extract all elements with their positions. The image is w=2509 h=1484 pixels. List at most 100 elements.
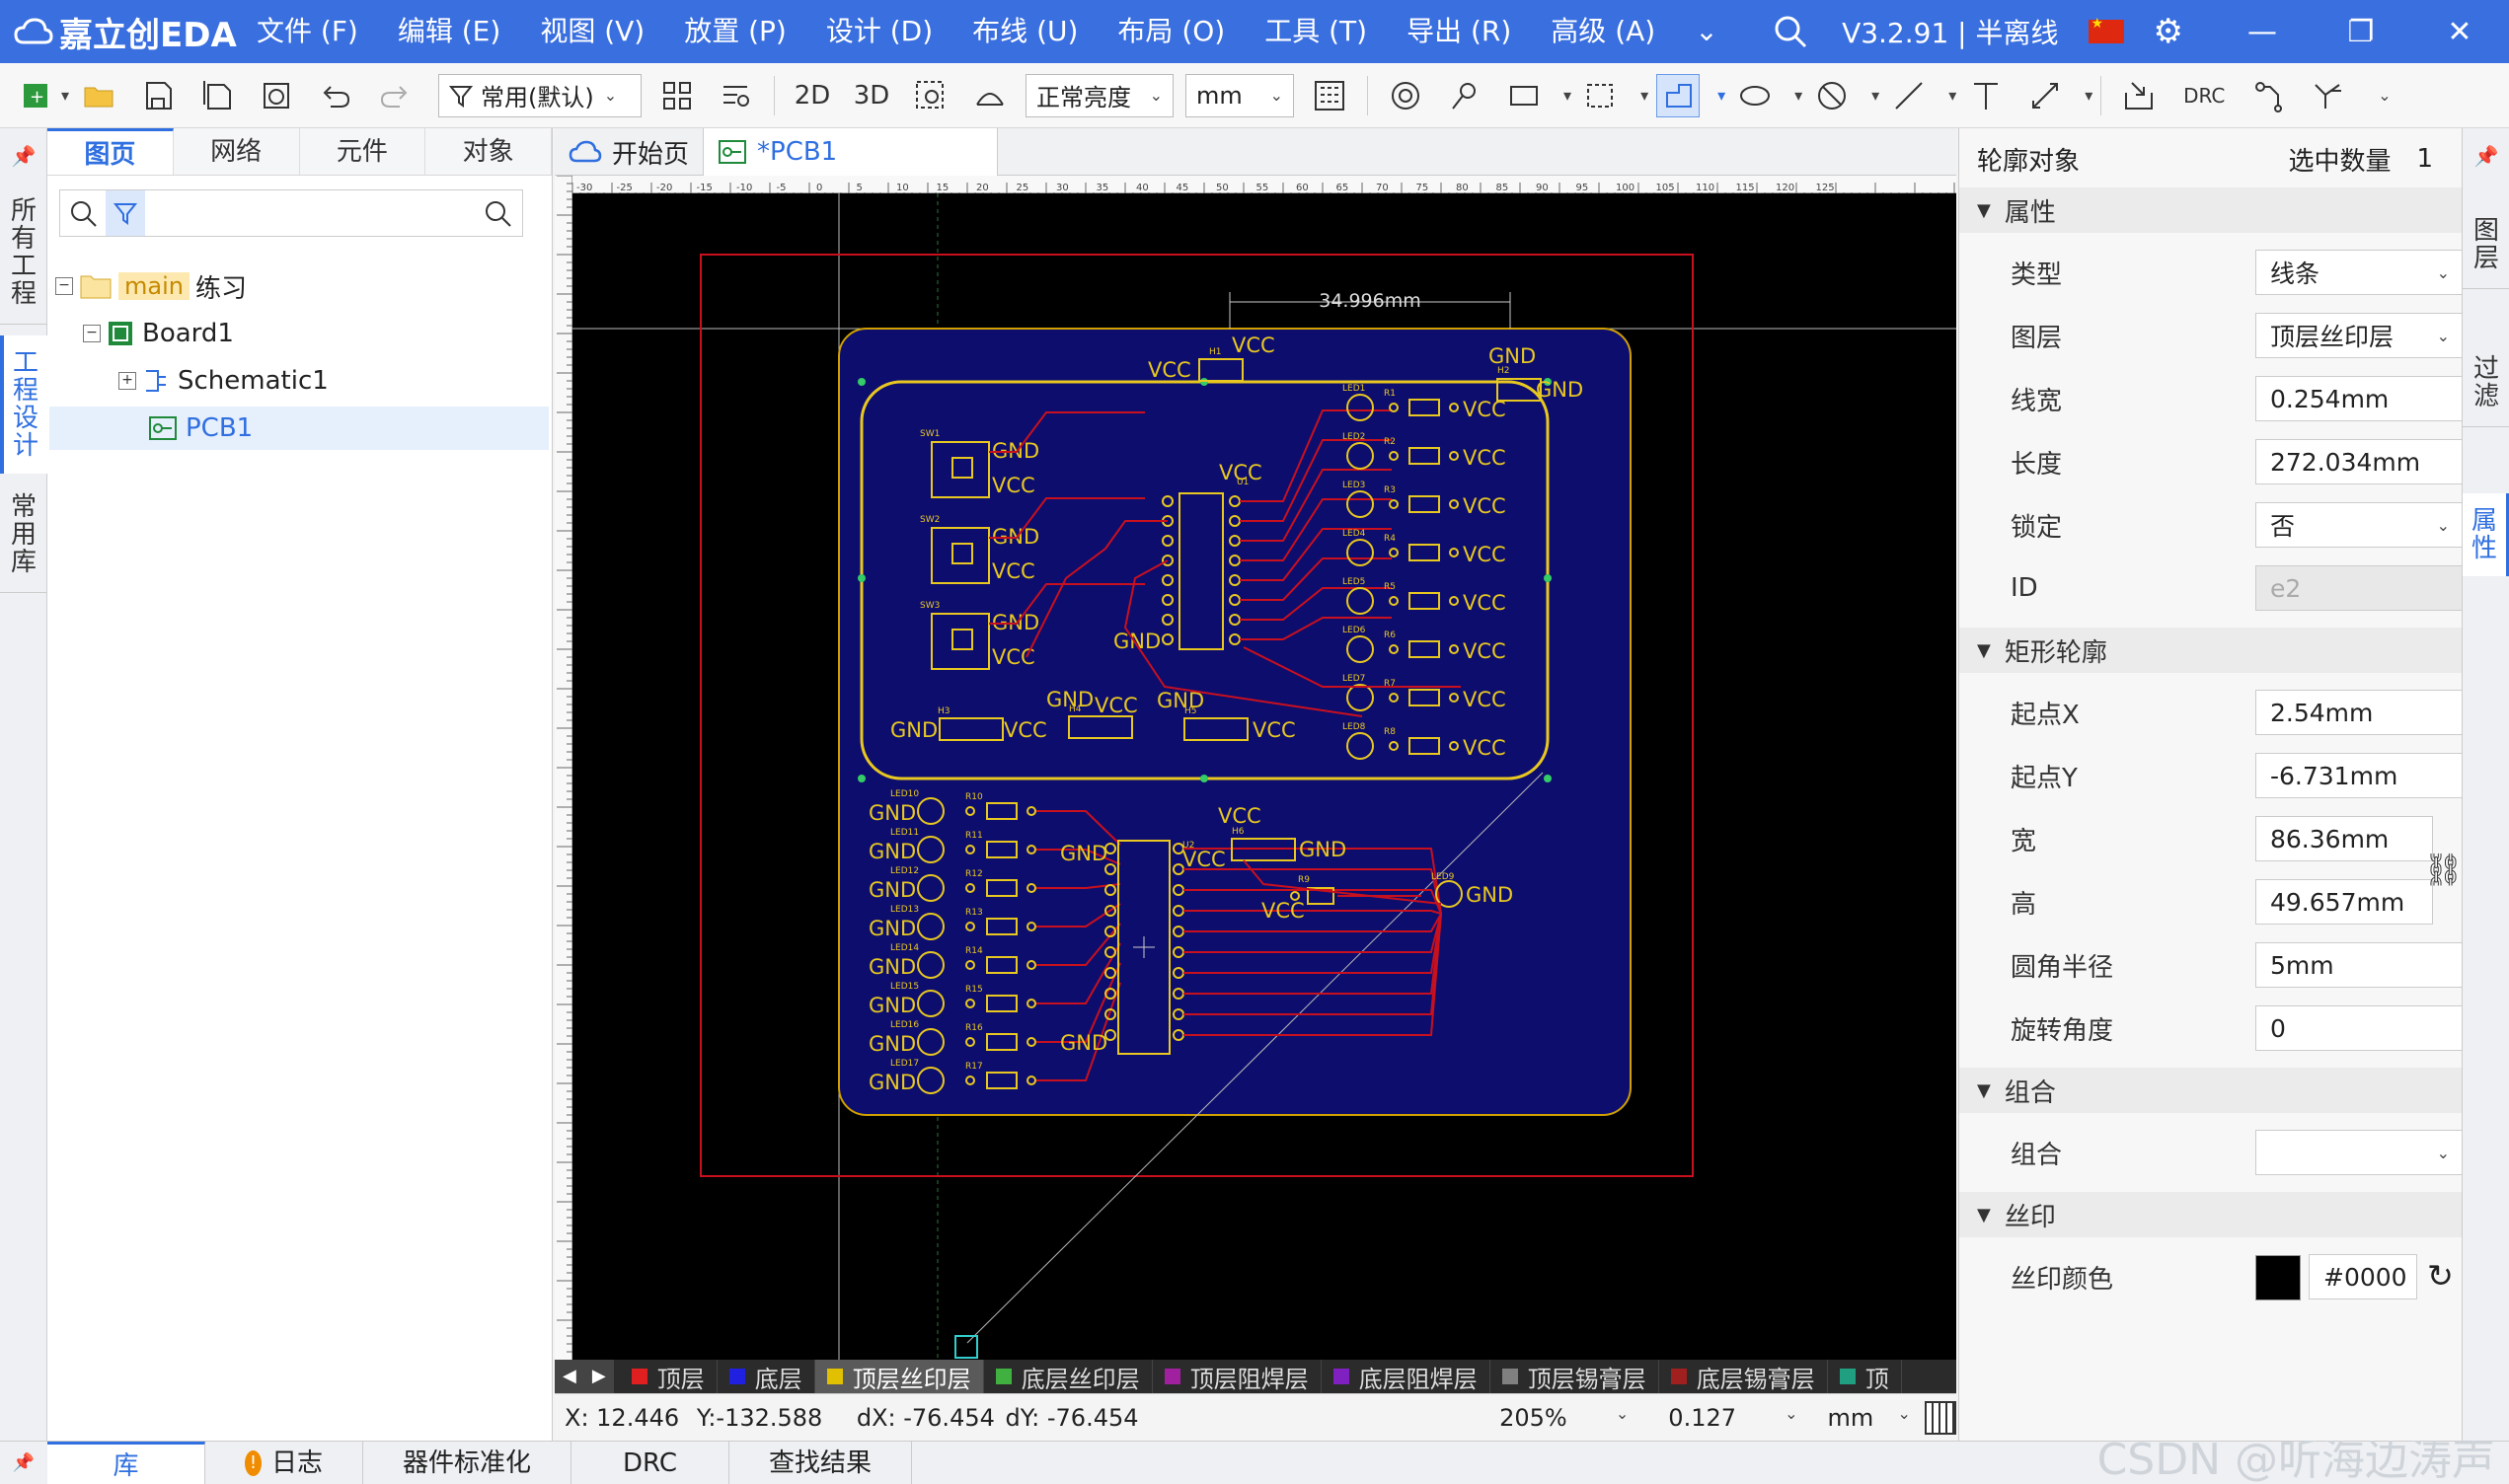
forbid-dropdown-icon[interactable]: ▾ (1871, 86, 1880, 105)
layer-select[interactable]: 顶层丝印层⌄ (2255, 313, 2463, 358)
layer-item[interactable]: 顶层阻焊层 (1153, 1360, 1322, 1393)
fanout-icon[interactable] (2307, 74, 2350, 117)
layer-scroll-right-icon[interactable]: ▶ (583, 1360, 614, 1393)
tree-schematic[interactable]: + Schematic1 (118, 359, 329, 403)
menu-place[interactable]: 放置 (P) (684, 15, 787, 47)
search-icon[interactable] (68, 198, 98, 228)
status-unit-select[interactable]: mm⌄ (1827, 1403, 1911, 1432)
start-y-input[interactable]: -6.731mm (2255, 753, 2463, 798)
layer-scroll-left-icon[interactable]: ◀ (555, 1360, 584, 1393)
layer-item[interactable]: 顶层 (620, 1360, 718, 1393)
import-changes-icon[interactable] (2117, 74, 2161, 117)
dimension-dropdown-icon[interactable]: ▾ (2085, 86, 2093, 105)
pin-panel-icon[interactable]: 📌 (11, 144, 37, 168)
grid-select[interactable]: 0.127⌄ (1668, 1403, 1798, 1432)
view-3d-button[interactable]: 3D (853, 80, 890, 111)
layer-item[interactable]: 顶 (1828, 1360, 1902, 1393)
silk-color-input[interactable]: #0000 (2309, 1254, 2417, 1299)
layer-item[interactable]: 底层丝印层 (984, 1360, 1153, 1393)
rotation-input[interactable]: 0 (2255, 1005, 2463, 1051)
text-icon[interactable] (1964, 74, 2008, 117)
undo-icon[interactable] (314, 74, 357, 117)
tab-project-design[interactable]: 工程设计 (0, 335, 47, 474)
tab-filter[interactable]: 过滤 (2463, 355, 2509, 427)
menu-design[interactable]: 设计 (D) (825, 15, 934, 47)
rectangle-icon[interactable] (1502, 74, 1546, 117)
layer-item[interactable]: 顶层丝印层 (814, 1360, 984, 1393)
save-icon[interactable] (136, 74, 180, 117)
search-submit-icon[interactable] (483, 198, 512, 228)
forbid-region-icon[interactable] (1810, 74, 1854, 117)
collapse-icon[interactable]: − (83, 325, 101, 342)
tab-properties[interactable]: 属性 (2463, 493, 2509, 576)
restore-button[interactable]: ❐ (2347, 14, 2375, 49)
rect-dropdown-icon[interactable]: ▾ (1563, 86, 1572, 105)
line-icon[interactable] (1887, 74, 1931, 117)
region-dropdown-icon[interactable]: ▾ (1640, 86, 1649, 105)
redo-icon[interactable] (373, 74, 417, 117)
grid-view-icon[interactable] (655, 74, 699, 117)
pin-right-icon[interactable]: 📌 (2473, 144, 2499, 168)
unit-select[interactable]: mm⌄ (1185, 73, 1295, 117)
drc-button[interactable]: DRC (2183, 83, 2226, 108)
rect-width-input[interactable]: 86.36mm (2255, 816, 2433, 861)
tab-drc[interactable]: DRC (571, 1441, 730, 1484)
tab-pcb1[interactable]: *PCB1 (704, 128, 999, 176)
tab-device-standardize[interactable]: 器件标准化 (363, 1441, 572, 1484)
brightness-icon[interactable] (968, 74, 1012, 117)
list-search-icon[interactable] (715, 74, 758, 117)
board-outline-icon[interactable] (1656, 73, 1701, 117)
silk-color-swatch[interactable] (2255, 1255, 2301, 1300)
menu-more-chevron-icon[interactable]: ⌄ (1695, 15, 1718, 47)
settings-gear-icon[interactable]: ⚙ (2153, 12, 2183, 51)
menu-advanced[interactable]: 高级 (A) (1551, 15, 1656, 47)
filter-icon[interactable] (106, 190, 145, 236)
tab-pages[interactable]: 图页 (47, 128, 174, 175)
tree-board[interactable]: − Board1 (83, 312, 234, 355)
pin-bottom-icon[interactable]: 📌 (12, 1452, 36, 1473)
menu-file[interactable]: 文件 (F) (257, 15, 358, 47)
history-icon[interactable] (255, 74, 298, 117)
zoom-area-icon[interactable] (909, 74, 952, 117)
width-input[interactable]: 0.254mm (2255, 376, 2463, 421)
start-x-input[interactable]: 2.54mm (2255, 690, 2463, 735)
type-select[interactable]: 线条⌄ (2255, 250, 2463, 295)
brightness-select[interactable]: 正常亮度⌄ (1026, 73, 1175, 117)
layer-item[interactable]: 底层锡膏层 (1659, 1360, 1828, 1393)
ellipse-icon[interactable] (1733, 74, 1777, 117)
menu-layout[interactable]: 布局 (O) (1117, 15, 1226, 47)
open-folder-icon[interactable] (77, 74, 120, 117)
tab-layers[interactable]: 图层 (2463, 217, 2509, 289)
more-tools-chevron-icon[interactable]: ⌄ (2378, 86, 2392, 105)
tab-nets[interactable]: 网络 (174, 128, 300, 175)
reset-color-icon[interactable]: ↻ (2427, 1257, 2454, 1295)
line-dropdown-icon[interactable]: ▾ (1948, 86, 1957, 105)
menu-route[interactable]: 布线 (U) (972, 15, 1079, 47)
tab-all-projects[interactable]: 所有工程 (0, 197, 47, 325)
section-properties[interactable]: ▼属性 (1959, 187, 2463, 233)
ellipse-dropdown-icon[interactable]: ▾ (1794, 86, 1803, 105)
layer-item[interactable]: 底层阻焊层 (1322, 1360, 1490, 1393)
pin-icon[interactable] (1443, 74, 1486, 117)
menu-export[interactable]: 导出 (R) (1407, 15, 1512, 47)
tab-library[interactable]: 库 (47, 1441, 205, 1484)
tab-find-results[interactable]: 查找结果 (729, 1441, 913, 1484)
tree-project[interactable]: − main 练习 (55, 264, 247, 308)
tree-search-input[interactable] (151, 193, 473, 233)
close-button[interactable]: ✕ (2447, 14, 2472, 49)
grid-settings-icon[interactable] (1308, 74, 1351, 117)
collapse-icon[interactable]: − (55, 277, 73, 295)
new-project-icon[interactable]: + (16, 74, 59, 117)
section-silkscreen[interactable]: ▼丝印 (1959, 1192, 2463, 1237)
grid-toggle-icon[interactable] (1924, 1400, 1957, 1435)
corner-radius-input[interactable]: 5mm (2255, 942, 2463, 988)
rect-height-input[interactable]: 49.657mm (2255, 879, 2433, 925)
outline-dropdown-icon[interactable]: ▾ (1717, 86, 1726, 105)
tab-components[interactable]: 元件 (300, 128, 426, 175)
section-rect-outline[interactable]: ▼矩形轮廓 (1959, 628, 2463, 673)
menu-tools[interactable]: 工具 (T) (1264, 15, 1368, 47)
search-icon[interactable] (1773, 14, 1808, 49)
expand-icon[interactable]: + (118, 372, 136, 390)
route-track-icon[interactable] (2247, 74, 2291, 117)
new-dropdown-icon[interactable]: ▾ (61, 86, 70, 105)
